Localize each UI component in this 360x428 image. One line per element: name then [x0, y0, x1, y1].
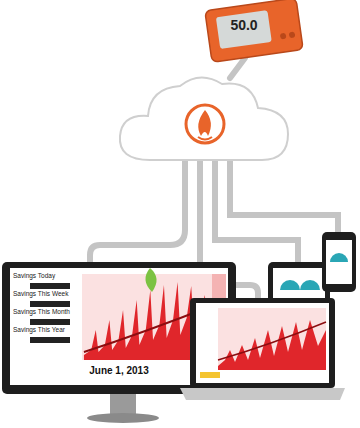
monitor-screen: Savings TodaySavings This WeekSavings Th… — [10, 268, 228, 385]
savings-label: Savings This Year — [13, 326, 65, 333]
laptop — [180, 298, 345, 400]
reading-value: 50.0 — [222, 17, 266, 33]
savings-label: Savings Today — [13, 272, 55, 279]
cloud — [120, 77, 288, 160]
savings-label: Savings This Week — [13, 290, 68, 297]
sensor-device — [205, 0, 303, 62]
savings-label: Savings This Month — [13, 308, 70, 315]
phone — [322, 232, 356, 292]
date-label: June 1, 2013 — [10, 365, 228, 377]
device-display: 50.0 — [222, 14, 266, 38]
